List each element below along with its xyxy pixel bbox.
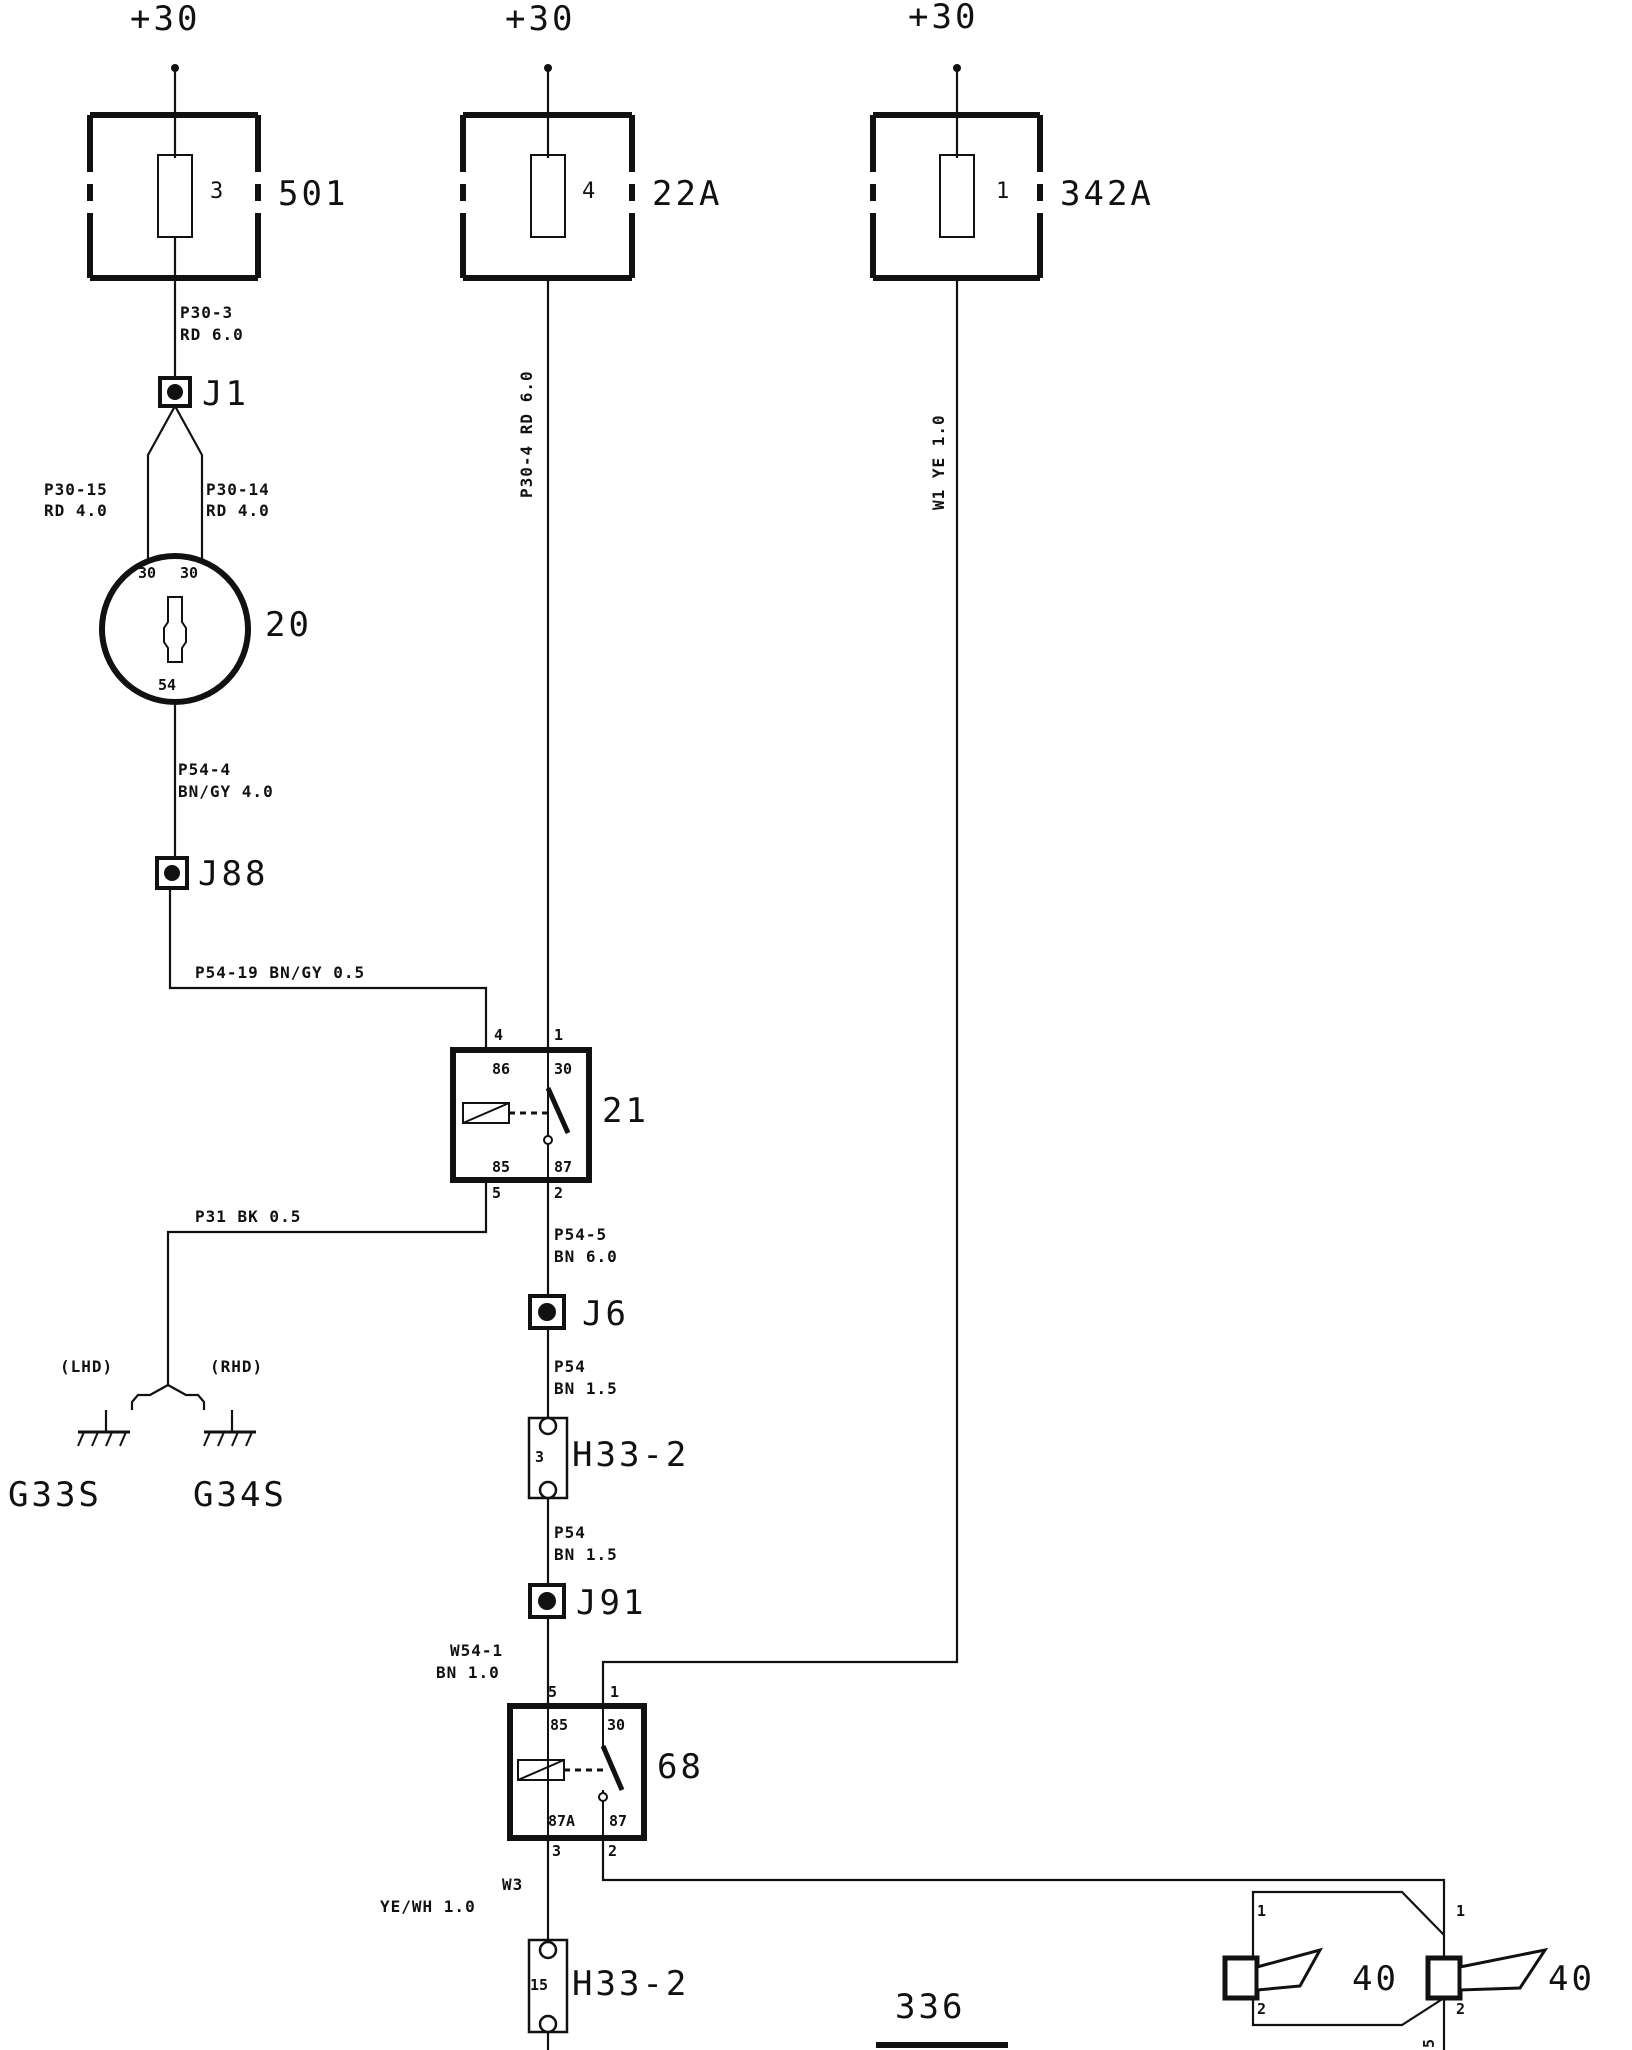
ground-g34s: G34S	[193, 1410, 287, 1515]
wire-p54-b-spec: BN 1.5	[554, 1545, 618, 1564]
ground-g33s-label: G33S	[8, 1475, 102, 1515]
supply-label-3: +30	[908, 0, 978, 37]
junction-j91: J91	[528, 1583, 646, 1623]
horn-right: 1 2 40	[1425, 1902, 1595, 2018]
connector-h33-2-pin3-id: H33-2	[572, 1435, 689, 1475]
junction-j1: J1	[158, 374, 249, 414]
connector-h33-2-pin3: 3 H33-2	[527, 1416, 689, 1500]
fuse-22a-id: 22A	[652, 174, 722, 214]
relay-21-conn-1: 1	[554, 1026, 563, 1044]
relay-21-conn-5: 5	[492, 1184, 501, 1202]
connector-h33-2-pin3-number: 3	[535, 1448, 544, 1466]
wire-p54-5-code: P54-5	[554, 1225, 607, 1244]
relay-68: 5 1 85 30 87A 87 3 2 68	[507, 1683, 704, 1860]
horn-cut-label: 5	[1420, 2039, 1438, 2048]
ignition-pin-30a: 30	[138, 564, 156, 582]
relay-68-conn-5: 5	[548, 1683, 557, 1701]
wire-p54-a-code: P54	[554, 1357, 586, 1376]
wire-p30-3-spec: RD 6.0	[180, 325, 244, 344]
relay-21-pin-85: 85	[492, 1158, 510, 1176]
wire-p30-3-code: P30-3	[180, 303, 233, 322]
wire-p54-5-spec: BN 6.0	[554, 1247, 618, 1266]
page-number: 336	[895, 1987, 965, 2027]
ground-lhd-label: (LHD)	[60, 1357, 113, 1376]
fuse-342a: 1 342A	[870, 68, 1154, 281]
relay-21-id: 21	[602, 1091, 649, 1131]
fuse-22a-number: 4	[582, 179, 595, 204]
connector-h33-2-pin15-number: 15	[530, 1976, 548, 1994]
horn-right-pin-2: 2	[1456, 2000, 1465, 2018]
horn-left: 1 2 40	[1222, 1902, 1399, 2018]
wire-p30-14-code: P30-14	[206, 480, 270, 499]
wire-p54-b-code: P54	[554, 1523, 586, 1542]
wire-p54-4-spec: BN/GY 4.0	[178, 782, 274, 801]
relay-68-pin-85: 85	[550, 1716, 568, 1734]
horn-left-id: 40	[1352, 1959, 1399, 1999]
connector-h33-2-pin15-id: H33-2	[572, 1964, 689, 2004]
junction-j1-label: J1	[202, 374, 249, 414]
relay-21: 4 1 86 30 85 87 5 2 21	[450, 1026, 649, 1202]
wire-p30-14-spec: RD 4.0	[206, 501, 270, 520]
wire-p30-15-spec: RD 4.0	[44, 501, 108, 520]
fuse-342a-number: 1	[996, 179, 1009, 204]
wire-p54-a-spec: BN 1.5	[554, 1379, 618, 1398]
junction-j88-label: J88	[198, 854, 268, 894]
connector-h33-2-pin15: 15 H33-2	[527, 1938, 689, 2034]
fuse-501-number: 3	[210, 179, 223, 204]
relay-21-conn-4: 4	[494, 1026, 503, 1044]
ground-g34s-label: G34S	[193, 1475, 287, 1515]
fuse-22a: 4 22A	[460, 68, 722, 281]
wire-p54-19-label: P54-19 BN/GY 0.5	[195, 963, 365, 982]
junction-j6-label: J6	[582, 1294, 629, 1334]
relay-68-pin-87: 87	[609, 1812, 627, 1830]
horn-right-pin-1: 1	[1456, 1902, 1465, 1920]
ignition-pin-54: 54	[158, 676, 176, 694]
wire-p31-label: P31 BK 0.5	[195, 1207, 301, 1226]
wire-w3-spec: YE/WH 1.0	[380, 1897, 476, 1916]
relay-68-conn-1: 1	[610, 1683, 619, 1701]
relay-21-conn-2: 2	[554, 1184, 563, 1202]
relay-21-pin-30: 30	[554, 1060, 572, 1078]
supply-label-1: +30	[130, 0, 200, 39]
relay-68-conn-3: 3	[552, 1842, 561, 1860]
horn-right-id: 40	[1548, 1959, 1595, 1999]
wire-p30-4-label: P30-4 RD 6.0	[517, 370, 536, 498]
junction-j6: J6	[528, 1294, 629, 1334]
relay-68-pin-30: 30	[607, 1716, 625, 1734]
junction-j88: J88	[155, 854, 268, 894]
relay-21-pin-87: 87	[554, 1158, 572, 1176]
wire-w3-code: W3	[502, 1875, 523, 1894]
relay-68-conn-2: 2	[608, 1842, 617, 1860]
ground-g33s: G33S	[8, 1410, 130, 1515]
horn-left-pin-2: 2	[1257, 2000, 1266, 2018]
ground-rhd-label: (RHD)	[210, 1357, 263, 1376]
relay-21-pin-86: 86	[492, 1060, 510, 1078]
supply-label-2: +30	[505, 0, 575, 39]
horn-left-pin-1: 1	[1257, 1902, 1266, 1920]
wire-p54-4-code: P54-4	[178, 760, 231, 779]
relay-68-id: 68	[657, 1747, 704, 1787]
wire-w54-1-code: W54-1	[450, 1641, 503, 1660]
fuse-501: 3 501	[87, 68, 348, 380]
fuse-501-id: 501	[278, 174, 348, 214]
junction-j91-label: J91	[576, 1583, 646, 1623]
wire-w1-label: W1 YE 1.0	[929, 414, 948, 510]
fuse-342a-id: 342A	[1060, 174, 1154, 214]
relay-68-pin-87a: 87A	[548, 1812, 575, 1830]
wire-w54-1-spec: BN 1.0	[436, 1663, 500, 1682]
ground-split: (LHD) (RHD)	[60, 1357, 263, 1410]
wire-p30-15-code: P30-15	[44, 480, 108, 499]
ignition-switch-id: 20	[265, 605, 312, 645]
ignition-switch-20: 30 30 54 20	[99, 553, 312, 705]
ignition-pin-30b: 30	[180, 564, 198, 582]
